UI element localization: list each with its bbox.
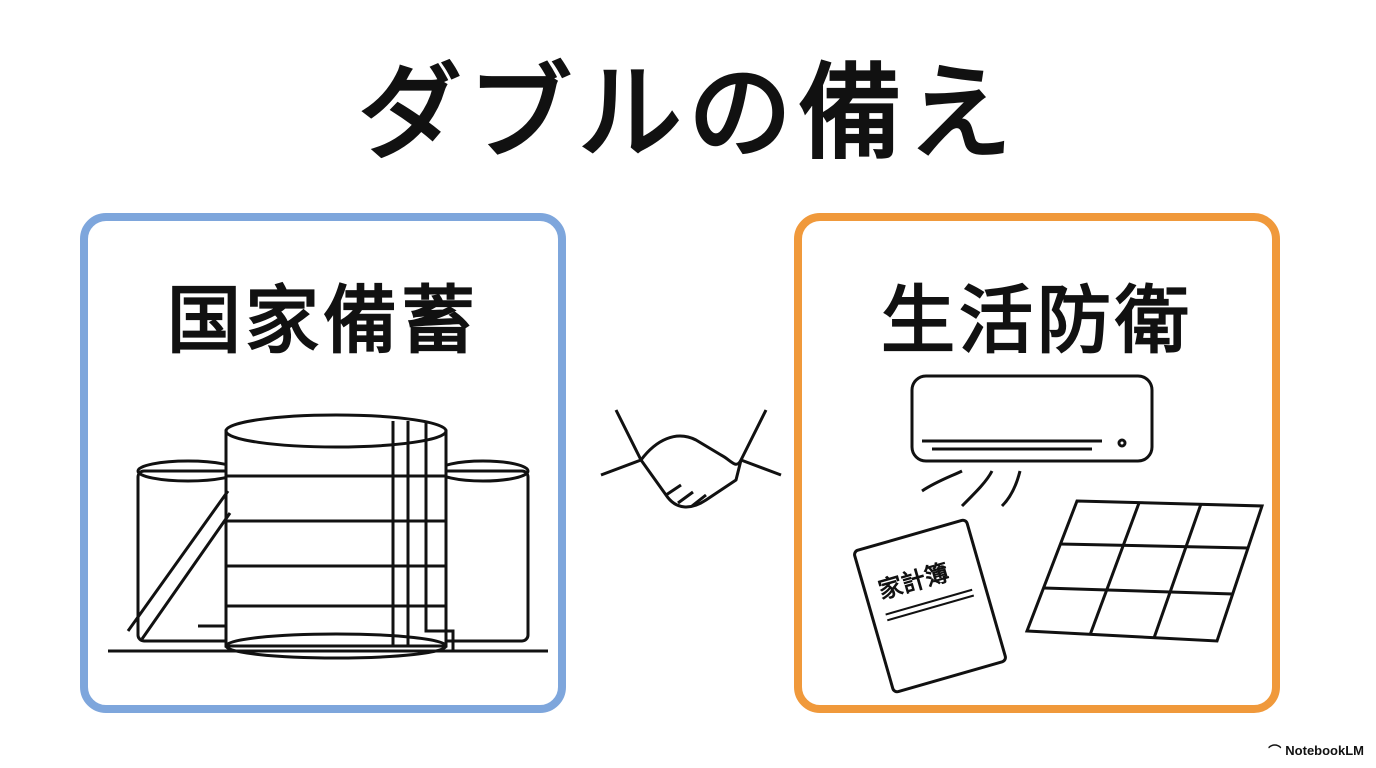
notebooklm-logo-icon: ⌒: [1268, 744, 1282, 759]
notebooklm-watermark: ⌒ NotebookLM: [1268, 743, 1364, 759]
national-reserve-title: 国家備蓄: [167, 278, 479, 364]
air-conditioner-icon: [910, 374, 1154, 508]
handshake-icon: [600, 409, 782, 509]
household-ledger-book: 家計簿: [851, 517, 1009, 695]
oil-tanks-icon: [108, 413, 548, 660]
national-reserve-panel: 国家備蓄: [80, 213, 566, 713]
page-title: ダブルの備え: [357, 52, 1018, 174]
ledger-label: 家計簿: [875, 558, 953, 605]
household-defense-title: 生活防衛: [881, 278, 1193, 364]
household-defense-panel: 生活防衛 家計簿: [794, 213, 1280, 713]
solar-panel-icon: [1024, 499, 1265, 643]
